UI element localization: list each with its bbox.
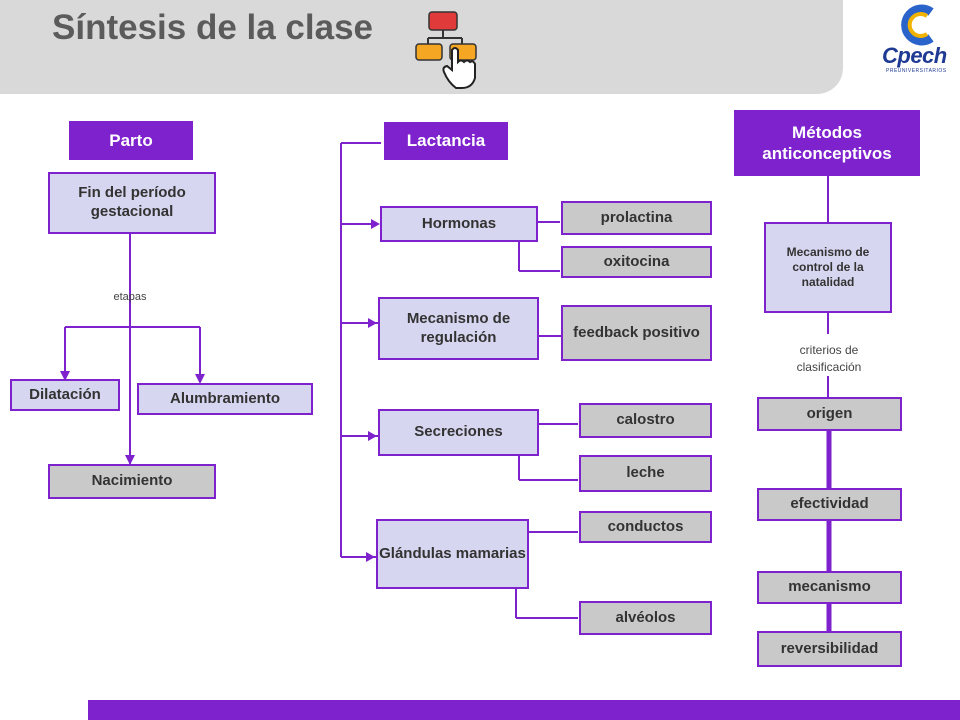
logo-subtext: PREUNIVERSITARIOS xyxy=(886,68,947,74)
group-mecanismo-regulacion: Mecanismo de regulación xyxy=(378,297,539,360)
criterio-reversibilidad: reversibilidad xyxy=(757,631,902,667)
metodos-root: Mecanismo de control de la natalidad xyxy=(764,222,892,313)
group-glandulas-mamarias: Glándulas mamarias xyxy=(376,519,529,589)
group-secreciones: Secreciones xyxy=(378,409,539,456)
criterio-mecanismo: mecanismo xyxy=(757,571,902,604)
hand-click-icon xyxy=(415,11,477,89)
item-prolactina: prolactina xyxy=(561,201,712,235)
parto-root: Fin del período gestacional xyxy=(48,172,216,234)
stage-dilatacion: Dilatación xyxy=(10,379,120,411)
metodos-title: Métodos anticonceptivos xyxy=(734,110,920,176)
parto-link-label: etapas xyxy=(113,291,147,303)
metodos-link-label: criterios de clasificación xyxy=(796,343,862,374)
item-feedback-positivo: feedback positivo xyxy=(561,305,712,361)
criterio-efectividad: efectividad xyxy=(757,488,902,521)
item-oxitocina: oxitocina xyxy=(561,246,712,278)
logo-text: Cpech xyxy=(882,43,947,68)
group-hormonas: Hormonas xyxy=(380,206,538,242)
stage-nacimiento: Nacimiento xyxy=(48,464,216,499)
item-alveolos: alvéolos xyxy=(579,601,712,635)
page-title: Síntesis de la clase xyxy=(52,8,374,47)
cpech-logo-icon xyxy=(901,4,934,46)
bottom-bar xyxy=(88,700,960,720)
parto-title: Parto xyxy=(69,121,193,160)
item-leche: leche xyxy=(579,455,712,492)
lactancia-title: Lactancia xyxy=(384,122,508,160)
item-conductos: conductos xyxy=(579,511,712,543)
stage-alumbramiento: Alumbramiento xyxy=(137,383,313,415)
criterio-origen: origen xyxy=(757,397,902,431)
item-calostro: calostro xyxy=(579,403,712,438)
